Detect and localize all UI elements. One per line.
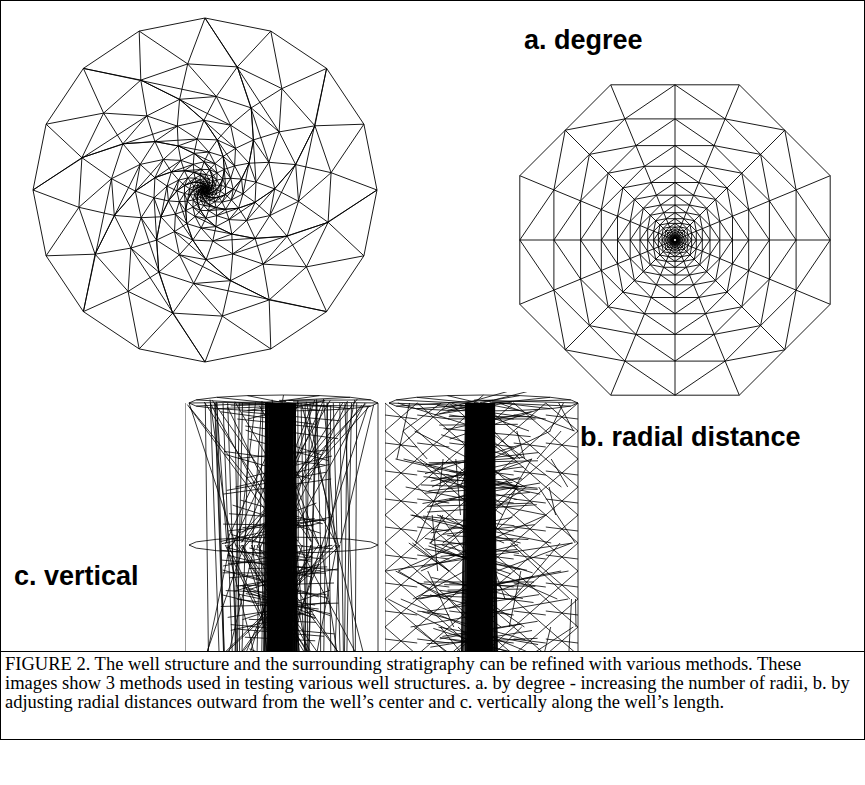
figure-caption: FIGURE 2. The well structure and the sur…: [5, 655, 857, 712]
well-core: [469, 403, 493, 651]
radial-mesh-lines: [520, 85, 830, 395]
vertical-mesh-lines: [385, 392, 578, 651]
vertical-mesh-lines: [185, 395, 378, 651]
well-core: [269, 403, 293, 651]
vertical-mesh-right: [385, 392, 578, 651]
panel-label: b. radial distance: [580, 423, 801, 453]
vertical-mesh-left: [185, 395, 378, 651]
degree-mesh: [33, 18, 377, 362]
figure-frame: [1, 1, 865, 740]
caption-separator: [0, 651, 865, 652]
panel-label: c. vertical: [14, 562, 139, 592]
degree-mesh-lines: [33, 18, 377, 362]
radial-mesh: [520, 85, 830, 395]
panel-label: a. degree: [524, 26, 643, 56]
